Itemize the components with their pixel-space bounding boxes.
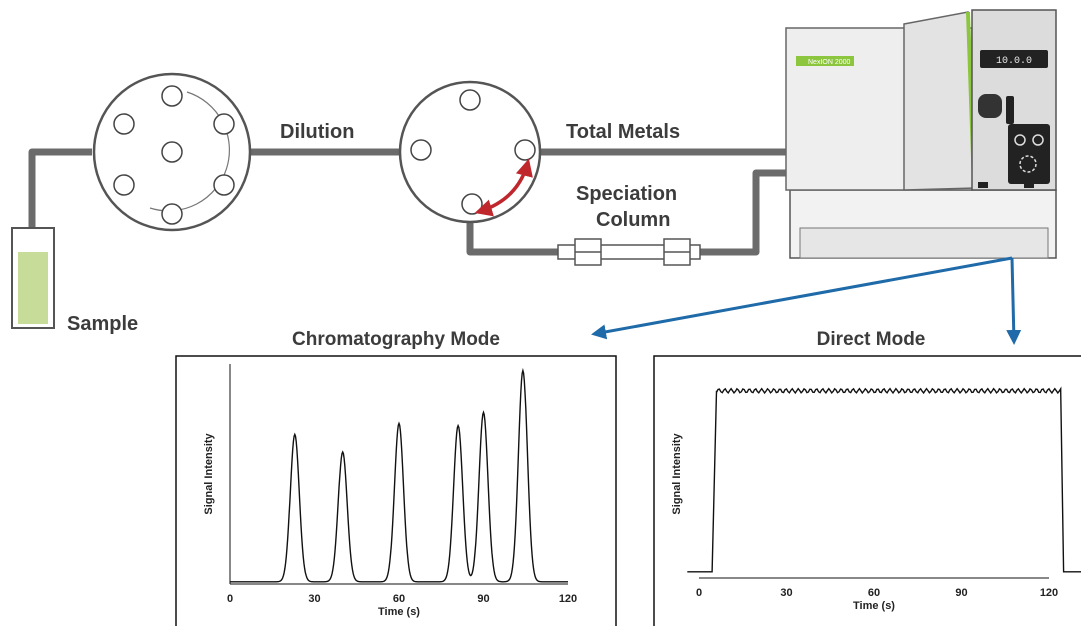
chart1-x-axis-label: Time (s) xyxy=(378,606,420,618)
rotation-arrow xyxy=(474,158,533,217)
sample-liquid xyxy=(18,252,48,324)
chart1-y-axis-label: Signal Intensity xyxy=(203,432,215,514)
chart2-y-axis-label: Signal Intensity xyxy=(671,432,683,514)
chart2-frame xyxy=(653,355,1081,626)
tubing xyxy=(28,148,790,270)
brand-badge xyxy=(796,56,854,66)
dilution-label: Dilution xyxy=(280,121,354,143)
instrument-display-text: 10.0.0 xyxy=(996,56,1032,67)
column-label: Column xyxy=(596,209,670,231)
chart2-x-tick-label: 30 xyxy=(780,587,792,599)
column-line xyxy=(466,220,558,256)
chart2-x-tick-label: 90 xyxy=(955,587,967,599)
chart1-x-tick-label: 60 xyxy=(393,593,405,605)
total-metals-label: Total Metals xyxy=(566,121,680,143)
column-return-line xyxy=(700,169,790,256)
speciation-valve xyxy=(398,80,542,224)
chart2-x-tick-label: 0 xyxy=(696,587,702,599)
dilution-valve xyxy=(92,72,252,232)
speciation-label: Speciation xyxy=(576,183,677,205)
chart1-x-tick-label: 90 xyxy=(477,593,489,605)
arrow-to-direct xyxy=(1006,257,1022,345)
chart2-x-axis-label: Time (s) xyxy=(853,600,895,612)
instrument-display xyxy=(980,50,1048,68)
chart2-signal-line xyxy=(687,386,1081,573)
brand-label: NexION 2000 xyxy=(808,59,851,66)
chart1-frame xyxy=(175,355,617,626)
chart2-x-tick-label: 60 xyxy=(868,587,880,599)
control-panel xyxy=(1008,124,1050,184)
arrow-to-chromatography xyxy=(591,256,1013,340)
sample-vial xyxy=(11,227,55,329)
chart1-signal-line xyxy=(230,367,568,583)
speciation-column xyxy=(557,238,701,266)
chart1-x-tick-label: 0 xyxy=(227,593,233,605)
sample-label: Sample xyxy=(67,313,138,335)
chart2-x-tick-label: 120 xyxy=(1040,587,1058,599)
chart1-x-tick-label: 120 xyxy=(559,593,577,605)
chart1-x-tick-label: 30 xyxy=(308,593,320,605)
chart2-title: Direct Mode xyxy=(817,329,926,350)
chart1-title: Chromatography Mode xyxy=(292,329,500,350)
icp-ms-instrument: 10.0.0 NexION 2000 xyxy=(785,9,1057,259)
